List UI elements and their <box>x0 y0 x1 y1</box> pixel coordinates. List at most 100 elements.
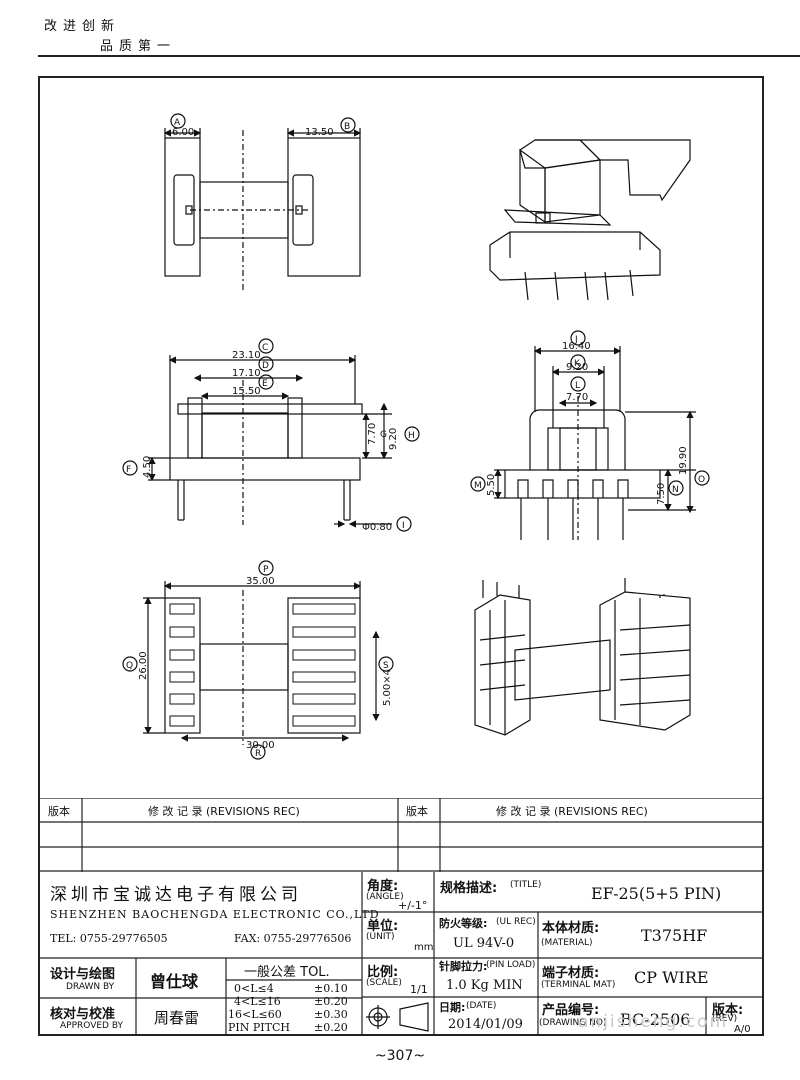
pin-load-label: 针脚拉力: <box>439 960 488 973</box>
angle-label: 角度: <box>367 879 399 894</box>
drawing-frame <box>38 76 764 1036</box>
tag-r: R <box>255 749 261 759</box>
title-value: EF-25(5+5 PIN) <box>591 884 722 903</box>
tolerance-range-2: 4<L≤16 <box>234 995 281 1008</box>
rev-col-record-left: 修 改 记 录 (REVISIONS REC) <box>148 805 300 818</box>
title-label-en: (TITLE) <box>510 880 542 890</box>
tolerance-range-1: 0<L≤4 <box>234 982 274 995</box>
unit-label-en: (UNIT) <box>366 932 395 942</box>
date-label: 日期: <box>439 1001 466 1014</box>
dim-q: 26.00 <box>138 651 149 680</box>
rev-col-version-right: 版本 <box>406 805 428 818</box>
company-name-cn: 深圳市宝诚达电子有限公司 <box>50 885 302 905</box>
tag-p: P <box>263 565 269 575</box>
tag-l: L <box>575 381 580 391</box>
unit-value: mm <box>414 942 434 953</box>
side-view <box>470 330 710 540</box>
tolerance-value-1: ±0.10 <box>314 982 348 995</box>
date-label-en: (DATE) <box>466 1001 497 1011</box>
dim-m: 5.50 <box>486 474 497 496</box>
page-number: ~307~ <box>374 1048 426 1064</box>
tag-n: N <box>672 485 679 495</box>
tag-q: Q <box>126 661 133 671</box>
unit-label: 单位: <box>367 919 399 934</box>
date-value: 2014/01/09 <box>448 1017 523 1032</box>
drawn-by-label-en: DRAWN BY <box>66 982 115 992</box>
rev-col-version-left: 版本 <box>48 805 70 818</box>
title-block: 深圳市宝诚达电子有限公司 SHENZHEN BAOCHENGDA ELECTRO… <box>38 872 764 1036</box>
header-rule <box>38 55 800 57</box>
title-label: 规格描述: <box>440 881 498 896</box>
scale-label: 比例: <box>367 965 399 980</box>
dim-e: 15.50 <box>232 386 261 397</box>
ul-rec-label-en: (UL REC) <box>496 917 536 927</box>
rev-col-record-right: 修 改 记 录 (REVISIONS REC) <box>496 805 648 818</box>
slogan-line-1: 改进创新 <box>44 19 121 34</box>
bottom-view <box>122 560 394 760</box>
tag-h: H <box>408 431 415 441</box>
dim-c: 23.10 <box>232 350 261 361</box>
front-view <box>122 338 420 532</box>
technical-drawing: 6.00 13.50 A B 23.10 17.10 15.50 7.70 9.… <box>122 113 710 760</box>
tolerance-range-4: PIN PITCH <box>228 1021 290 1034</box>
dim-p: 35.00 <box>246 576 275 587</box>
pin-load-value: 1.0 Kg MIN <box>446 978 523 993</box>
material-label: 本体材质: <box>542 921 600 936</box>
dim-j: 16.40 <box>562 341 591 352</box>
dim-g: 7.70 <box>367 423 378 445</box>
scale-value: 1/1 <box>410 983 428 996</box>
tag-e: E <box>262 379 268 389</box>
tag-m: M <box>474 481 482 491</box>
dim-a: 6.00 <box>172 127 194 138</box>
ul-rec-label: 防火等级: <box>439 917 488 930</box>
tag-f: F <box>126 465 131 475</box>
dim-n: 7.50 <box>656 483 667 505</box>
tag-a: A <box>174 118 181 128</box>
projection-symbol-icon <box>366 1002 429 1032</box>
angle-value: +/-1° <box>398 899 428 912</box>
tag-g: G <box>380 430 387 440</box>
dim-h: 9.20 <box>388 428 399 450</box>
rev-label-en: (REV) <box>712 1014 738 1024</box>
dim-k: 9.20 <box>566 362 588 373</box>
dim-s: 5.00×4 <box>382 669 393 706</box>
terminal-label-en: (TERMINAL MAT) <box>541 980 616 990</box>
isometric-view-top <box>489 139 691 301</box>
ul-rec-value: UL 94V-0 <box>453 936 515 951</box>
tag-o: O <box>698 475 705 485</box>
isometric-view-bottom <box>474 578 691 736</box>
tag-j: J <box>574 335 578 345</box>
dim-i: Φ0.80 <box>362 522 392 533</box>
scale-label-en: (SCALE) <box>366 978 402 988</box>
watermark: anjisheng.com <box>578 1012 729 1032</box>
angle-label-en: (ANGLE) <box>366 892 404 902</box>
revision-table: 版本 修 改 记 录 (REVISIONS REC) 版本 修 改 记 录 (R… <box>38 798 764 872</box>
dim-o: 19.90 <box>678 446 689 475</box>
tag-d: D <box>262 361 269 371</box>
company-fax: FAX: 0755-29776506 <box>234 932 352 945</box>
rev-value: A/0 <box>734 1024 751 1035</box>
top-view <box>163 113 362 290</box>
dim-l: 7.70 <box>566 392 588 403</box>
tolerance-range-3: 16<L≤60 <box>228 1008 282 1021</box>
tag-b: B <box>344 122 350 132</box>
drawn-by-label: 设计与绘图 <box>50 967 116 982</box>
dim-r: 30.00 <box>246 740 275 751</box>
tolerance-value-4: ±0.20 <box>314 1021 348 1034</box>
dim-b: 13.50 <box>305 127 334 138</box>
tolerance-value-2: ±0.20 <box>314 995 348 1008</box>
approved-by-name: 周春雷 <box>154 1009 200 1027</box>
slogan-line-2: 品质第一 <box>100 39 177 54</box>
tag-s: S <box>383 661 389 671</box>
rev-label: 版本: <box>712 1003 744 1018</box>
tolerance-value-3: ±0.30 <box>314 1008 348 1021</box>
tag-k: K <box>574 359 581 369</box>
pin-load-label-en: (PIN LOAD) <box>486 960 536 970</box>
tag-c: C <box>262 343 268 353</box>
dim-f: 4.50 <box>142 456 153 478</box>
drawing-no-value: BC-2506 <box>620 1010 691 1029</box>
drawn-by-name: 曾仕球 <box>150 972 199 991</box>
terminal-value: CP WIRE <box>634 968 709 987</box>
dim-d: 17.10 <box>232 368 261 379</box>
drawing-no-label: 产品编号: <box>542 1003 600 1018</box>
